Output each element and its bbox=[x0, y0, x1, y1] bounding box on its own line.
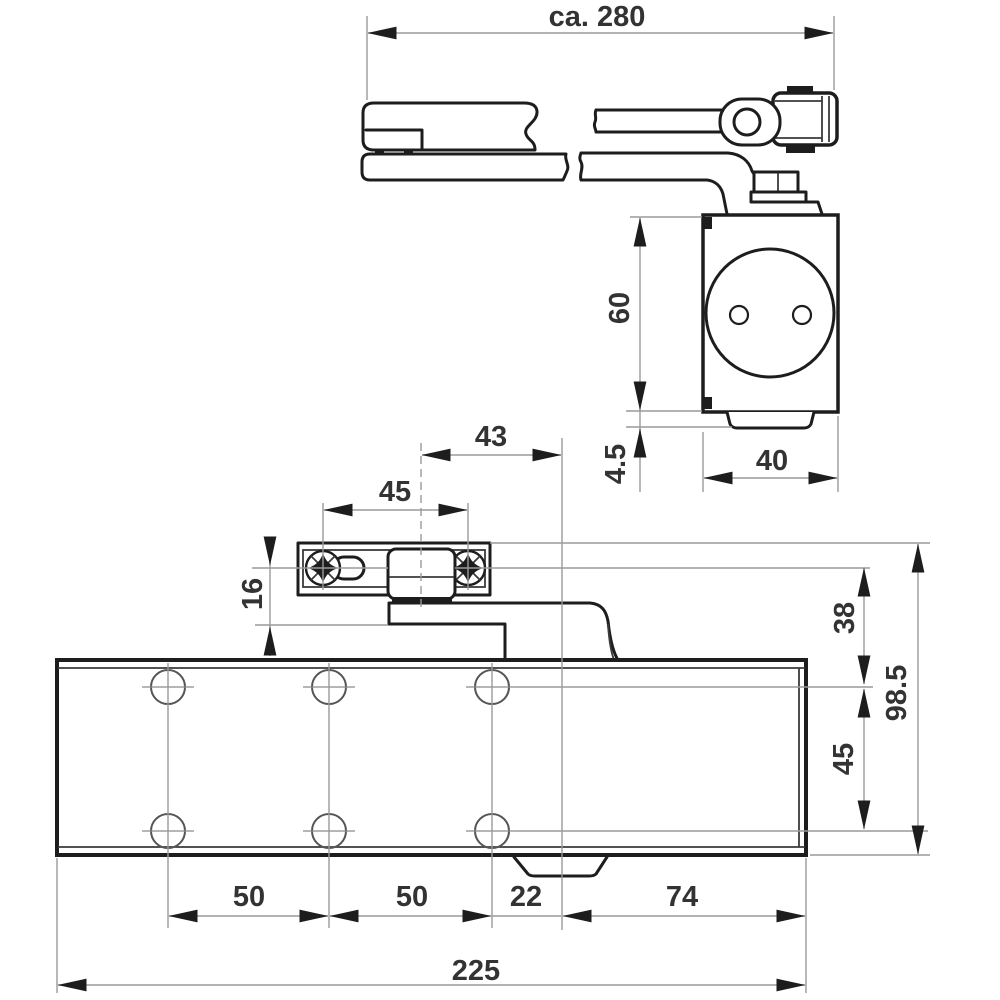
side-shoe-plate bbox=[749, 190, 808, 204]
arm-elbow-pin bbox=[732, 107, 762, 137]
plan-arm-shoe-block bbox=[752, 170, 800, 194]
plan-arm-shoe-step bbox=[364, 128, 424, 152]
side-body bbox=[701, 213, 840, 414]
label-overall-height: 98.5 bbox=[881, 665, 913, 721]
plan-lower-bar-right bbox=[578, 151, 756, 216]
plan-arm-channel bbox=[361, 101, 539, 152]
label-spindle-to-end: 74 bbox=[666, 881, 698, 913]
label-foot-height: 4.5 bbox=[600, 444, 632, 484]
side-spring-bore bbox=[704, 247, 836, 379]
label-body-height: 60 bbox=[604, 292, 636, 324]
label-arm-axis-offset: 43 bbox=[475, 421, 507, 453]
frame-bracket-bottom-tab bbox=[786, 144, 815, 153]
arm-elbow-lobe bbox=[718, 97, 782, 147]
side-view bbox=[701, 213, 840, 430]
shoe-pinion-neck bbox=[392, 597, 452, 603]
side-body-foot bbox=[725, 410, 816, 430]
front-view bbox=[55, 541, 808, 878]
label-plate-to-top-holes: 38 bbox=[829, 602, 861, 634]
label-hole-to-spindle: 22 bbox=[510, 881, 542, 913]
label-body-length: 225 bbox=[452, 955, 500, 987]
plan-arm-rod bbox=[592, 108, 728, 134]
side-valve-left bbox=[728, 304, 750, 326]
front-arm-inner-curve bbox=[607, 623, 615, 661]
side-shoe-step bbox=[804, 200, 824, 216]
dimension-lines bbox=[57, 26, 925, 992]
frame-bracket-top-tab bbox=[787, 86, 813, 94]
front-arm bbox=[387, 601, 620, 662]
plan-lower-bar-left bbox=[360, 152, 570, 182]
plan-view bbox=[360, 86, 839, 216]
dimension-labels: ca. 280 60 4.5 40 43 45 16 38 98.5 45 50… bbox=[233, 1, 913, 987]
label-hole-spacing-left: 50 bbox=[233, 881, 265, 913]
side-valve-right bbox=[791, 304, 813, 326]
label-body-depth: 40 bbox=[756, 445, 788, 477]
extension-lines bbox=[56, 16, 930, 993]
label-overall-arm-length: ca. 280 bbox=[549, 1, 646, 33]
label-hole-row-spacing: 45 bbox=[828, 743, 860, 775]
label-hole-spacing-mid: 50 bbox=[396, 881, 428, 913]
side-body-clip-top bbox=[704, 217, 712, 229]
closer-body bbox=[55, 658, 808, 857]
closer-body-foot bbox=[512, 855, 609, 878]
label-plate-drop: 16 bbox=[237, 578, 269, 610]
label-plate-screw-spacing: 45 bbox=[379, 476, 411, 508]
side-body-clip-bottom bbox=[704, 397, 712, 409]
